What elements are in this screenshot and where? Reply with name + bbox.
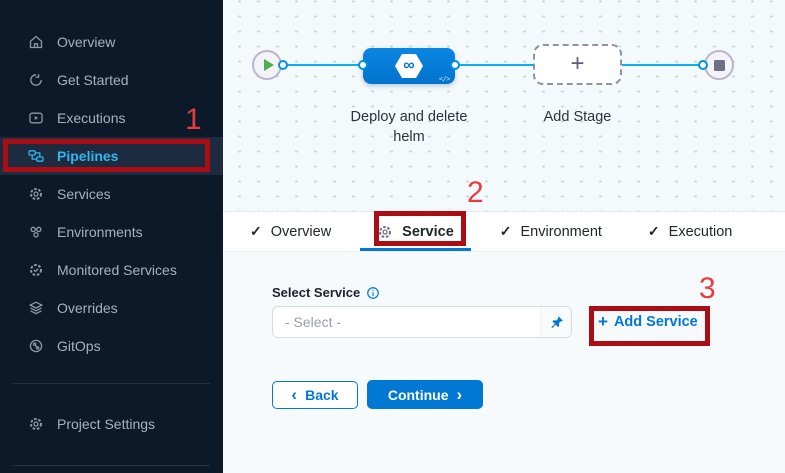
sidebar-item-label: Environments bbox=[57, 224, 143, 240]
sidebar-item-label: Monitored Services bbox=[57, 262, 177, 278]
sidebar-item-environments[interactable]: Environments bbox=[0, 213, 223, 251]
sidebar-item-services[interactable]: Services bbox=[0, 175, 223, 213]
stage-name-label: Deploy and delete helm bbox=[350, 109, 468, 145]
sidebar-item-overrides[interactable]: Overrides bbox=[0, 289, 223, 327]
pipeline-canvas: ∞ </> Deploy and delete helm + Add Stage bbox=[223, 0, 785, 211]
sidebar-item-label: Pipelines bbox=[57, 148, 119, 164]
gear-icon bbox=[377, 224, 393, 240]
connector-dot bbox=[450, 60, 460, 70]
connector-dot bbox=[358, 60, 368, 70]
check-icon: ✓ bbox=[250, 223, 262, 239]
tab-environment[interactable]: ✓ Environment bbox=[483, 212, 619, 251]
overrides-layers-icon bbox=[27, 299, 45, 317]
sidebar-item-gitops[interactable]: GitOps bbox=[0, 327, 223, 365]
continue-button[interactable]: Continue › bbox=[367, 380, 483, 409]
tab-label: Service bbox=[402, 223, 454, 240]
chevron-right-icon: › bbox=[456, 384, 463, 404]
check-icon: ✓ bbox=[647, 223, 660, 239]
connector-line bbox=[283, 64, 363, 66]
pin-icon bbox=[550, 315, 563, 328]
code-icon: </> bbox=[438, 75, 451, 83]
stage-config-tabbar: ✓ Overview Service ✓ Environment ✓ Execu… bbox=[223, 211, 785, 252]
stop-icon bbox=[713, 59, 725, 71]
sidebar-item-label: Project Settings bbox=[57, 416, 156, 432]
check-icon: ✓ bbox=[499, 223, 512, 239]
plus-icon: + bbox=[570, 49, 585, 77]
tab-label: Execution bbox=[668, 223, 733, 240]
stage-node-deploy-and-delete-helm[interactable]: ∞ </> bbox=[363, 48, 455, 84]
play-icon bbox=[263, 59, 274, 71]
connector-line bbox=[455, 64, 533, 66]
add-stage-label: Add Stage bbox=[543, 109, 612, 125]
sidebar-divider bbox=[13, 383, 210, 384]
connector-dot bbox=[278, 60, 288, 70]
tab-label: Environment bbox=[520, 223, 602, 240]
cd-stage-hexagon-icon: ∞ bbox=[395, 54, 423, 78]
connector-line bbox=[622, 64, 703, 66]
project-settings-gear-icon bbox=[27, 415, 45, 433]
get-started-icon bbox=[27, 71, 45, 89]
tab-service[interactable]: Service bbox=[360, 212, 471, 251]
tab-label: Overview bbox=[270, 223, 332, 240]
sidebar-item-label: Overrides bbox=[57, 300, 118, 316]
add-service-button[interactable]: + Add Service bbox=[598, 312, 698, 331]
tab-execution[interactable]: ✓ Execution bbox=[631, 212, 749, 251]
sidebar-item-label: GitOps bbox=[57, 338, 101, 354]
service-select[interactable] bbox=[272, 306, 572, 338]
sidebar-item-overview[interactable]: Overview bbox=[0, 23, 223, 61]
add-stage-button[interactable]: + bbox=[533, 44, 622, 85]
pipeline-end-node bbox=[704, 50, 734, 80]
sidebar-item-project-settings[interactable]: Project Settings bbox=[0, 405, 223, 443]
main-panel: ∞ </> Deploy and delete helm + Add Stage… bbox=[223, 0, 785, 473]
chevron-left-icon: ‹ bbox=[291, 385, 298, 404]
service-tab-content: Select Service + Add Service ‹ Back bbox=[223, 252, 785, 473]
sidebar-item-label: Overview bbox=[57, 34, 116, 50]
plus-icon: + bbox=[598, 312, 608, 331]
home-icon bbox=[27, 33, 45, 51]
connector-dot bbox=[698, 60, 708, 70]
info-icon[interactable] bbox=[366, 286, 380, 300]
monitored-services-icon bbox=[27, 261, 45, 279]
executions-icon bbox=[27, 109, 45, 127]
pin-icon-button[interactable] bbox=[540, 307, 571, 337]
sidebar-item-pipelines[interactable]: Pipelines bbox=[0, 137, 223, 175]
gitops-icon bbox=[27, 337, 45, 355]
sidebar-item-monitored-services[interactable]: Monitored Services bbox=[0, 251, 223, 289]
sidebar-item-label: Executions bbox=[57, 110, 126, 126]
environments-icon bbox=[27, 223, 45, 241]
pipelines-icon bbox=[27, 147, 45, 165]
sidebar-item-label: Get Started bbox=[57, 72, 129, 88]
pipeline-start-node bbox=[252, 50, 282, 80]
sidebar-item-label: Services bbox=[57, 186, 111, 202]
services-gear-icon bbox=[27, 185, 45, 203]
sidebar-nav: Overview Get Started Executions Pipeline… bbox=[0, 0, 223, 473]
sidebar-item-get-started[interactable]: Get Started bbox=[0, 61, 223, 99]
sidebar-divider bbox=[13, 465, 210, 466]
select-service-label: Select Service bbox=[272, 285, 380, 300]
tab-overview[interactable]: ✓ Overview bbox=[233, 212, 348, 251]
sidebar-item-executions[interactable]: Executions bbox=[0, 99, 223, 137]
service-select-input[interactable] bbox=[273, 307, 540, 337]
back-button[interactable]: ‹ Back bbox=[272, 381, 358, 409]
